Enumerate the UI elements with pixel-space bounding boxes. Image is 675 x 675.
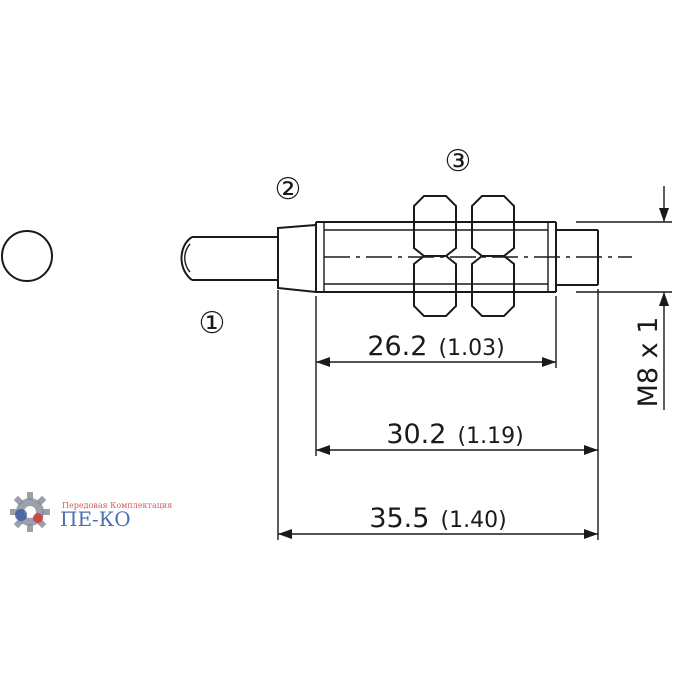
dimension-30-2 [316, 445, 598, 455]
hex-nut-right [471, 195, 515, 317]
callout-1: ① [199, 306, 226, 341]
dimension-inch-1-40: (1.40) [441, 508, 507, 533]
dimension-mm-35-5: 35.5 [369, 503, 429, 534]
dimension-thread [659, 186, 669, 410]
dimension-inch-1-03: (1.03) [439, 336, 505, 361]
callout-2: ② [275, 172, 302, 207]
cable [180, 236, 278, 281]
dimension-35-5 [278, 529, 598, 539]
thread-label: M8 x 1 [633, 317, 664, 408]
logo-tagline: Передовая Комплектация [62, 501, 172, 510]
hex-nut-left [413, 195, 457, 317]
callout-3: ③ [445, 144, 472, 179]
gear-icon [10, 492, 50, 532]
dimension-26-2 [316, 357, 556, 367]
dimension-label-35-5: 35.5 (1.40) [369, 503, 506, 534]
extension-lines [277, 221, 672, 540]
cable-gland [277, 223, 317, 294]
dimension-mm-26-2: 26.2 [367, 331, 427, 362]
dimension-inch-1-19: (1.19) [458, 424, 524, 449]
company-logo: Передовая Комплектация ПЕ-КО [10, 492, 172, 532]
connection-symbol-circle [1, 230, 53, 282]
dimension-label-30-2: 30.2 (1.19) [386, 419, 523, 450]
logo-name: ПЕ-КО [60, 507, 131, 531]
dimension-label-26-2: 26.2 (1.03) [367, 331, 504, 362]
dimension-mm-30-2: 30.2 [386, 419, 446, 450]
